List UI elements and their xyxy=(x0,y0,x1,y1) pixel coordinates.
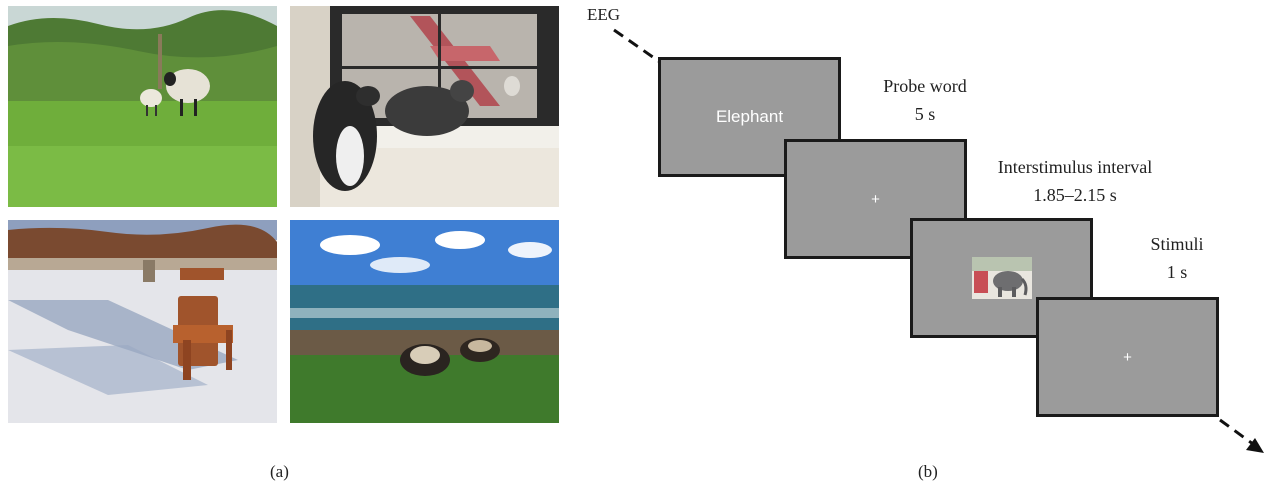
boats-photo xyxy=(290,220,559,423)
fixation-cross-final: + xyxy=(1123,348,1132,366)
probe-word-text: Elephant xyxy=(715,107,784,126)
interstimulus-name: Interstimulus interval xyxy=(997,157,1153,177)
panel-a-label: (a) xyxy=(270,462,289,481)
sheep-photo xyxy=(8,6,277,207)
bench-photo xyxy=(8,220,277,423)
probe-word-screen: Elephant xyxy=(658,57,841,177)
probe-word-duration: 5 s xyxy=(914,104,936,124)
elephant-stimulus-icon xyxy=(971,257,1032,299)
probe-word-label: Probe word 5 s xyxy=(860,72,990,128)
probe-word-name: Probe word xyxy=(883,76,967,96)
stimuli-name: Stimuli xyxy=(1150,234,1204,254)
interstimulus-screen: + xyxy=(784,139,967,259)
interstimulus-label: Interstimulus interval 1.85–2.15 s xyxy=(975,153,1175,209)
stimuli-label: Stimuli 1 s xyxy=(1127,230,1227,286)
final-fixation-screen: + xyxy=(1036,297,1219,417)
fixation-cross: + xyxy=(871,190,880,208)
panel-b-label: (b) xyxy=(918,462,938,481)
stimuli-duration: 1 s xyxy=(1166,262,1188,282)
cats-photo xyxy=(290,6,559,207)
eeg-label: EEG xyxy=(587,5,621,24)
interstimulus-duration: 1.85–2.15 s xyxy=(1033,185,1117,205)
